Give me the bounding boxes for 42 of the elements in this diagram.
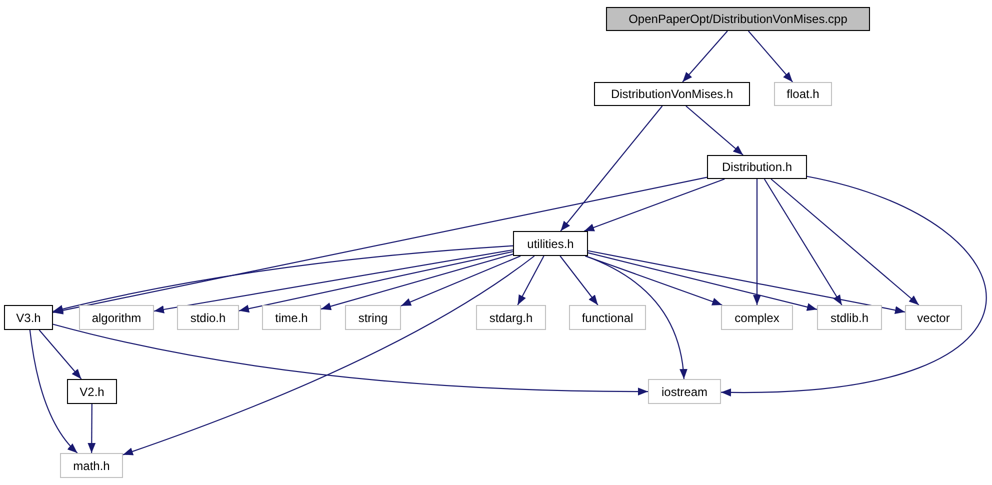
arrow [560, 106, 663, 232]
file-box: utilities.h [513, 231, 588, 256]
file-box: stdlib.h [817, 305, 882, 330]
arrow [400, 256, 521, 306]
arrow [764, 178, 842, 306]
arrow [588, 250, 906, 314]
file-box: V3.h [4, 305, 53, 330]
arrow [517, 256, 544, 306]
arrow [52, 245, 514, 313]
arrow [320, 254, 514, 310]
arrow [584, 178, 725, 232]
arrow [585, 255, 688, 380]
arrow [122, 256, 535, 456]
file-box: stdio.h [177, 305, 239, 330]
file-box: Distribution.h [707, 155, 807, 179]
arrow [238, 251, 514, 313]
arrow [52, 176, 708, 314]
arrow [720, 176, 987, 396]
file-box: OpenPaperOpt/DistributionVonMises.cpp [606, 7, 870, 31]
file-box: V2.h [67, 379, 117, 404]
file-box: iostream [648, 379, 721, 404]
file-box: functional [569, 305, 646, 330]
arrow [154, 249, 514, 314]
arrow [682, 30, 728, 82]
file-box: algorithm [79, 305, 154, 330]
file-box: complex [721, 305, 793, 330]
arrow [52, 324, 648, 396]
arrow [753, 179, 761, 305]
file-box: vector [905, 305, 962, 330]
arrow [748, 30, 794, 82]
file-box: string [345, 305, 401, 330]
arrow [686, 106, 744, 156]
file-box: time.h [262, 305, 321, 330]
file-box: float.h [774, 82, 832, 106]
arrow [38, 330, 82, 380]
file-box: stdarg.h [476, 305, 546, 330]
arrow [29, 330, 78, 454]
arrow [88, 404, 96, 453]
arrow [560, 256, 598, 306]
file-box: math.h [60, 453, 123, 478]
file-box: DistributionVonMises.h [594, 82, 750, 106]
arrow [770, 178, 920, 306]
